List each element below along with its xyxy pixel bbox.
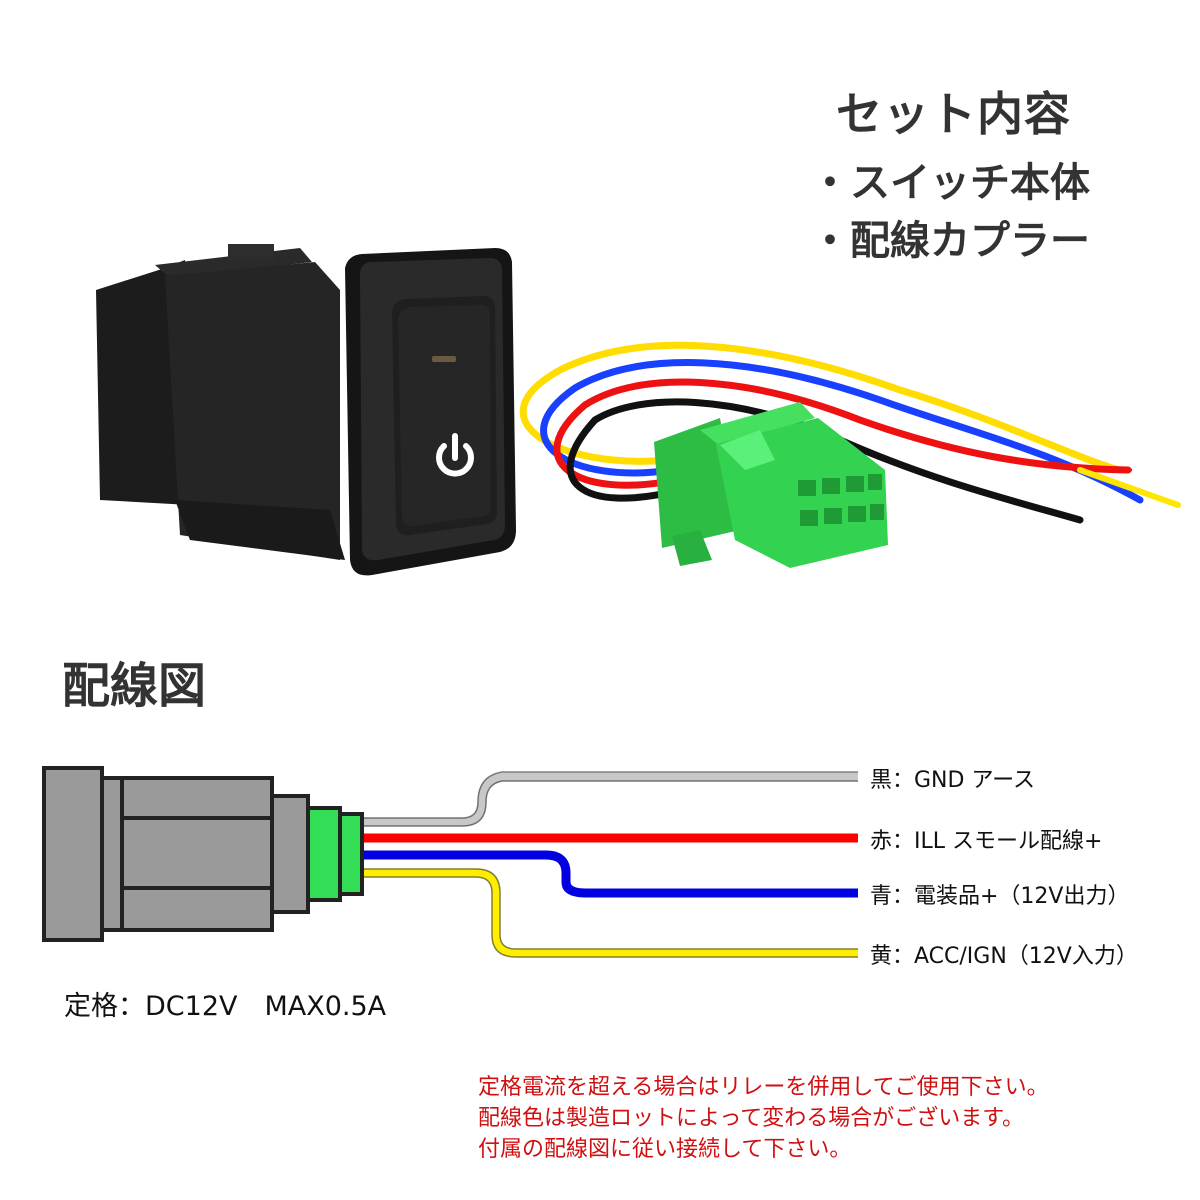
note-line-3: 付属の配線図に従い接続して下さい。 (478, 1137, 852, 1162)
set-contents-title: セット内容 (836, 87, 1071, 141)
diagram-wires (364, 772, 858, 958)
diagram-wire-outline (364, 771, 858, 958)
harness-wires-photo (519, 341, 1181, 524)
wire-label-red: 赤：ILL スモール配線+ (870, 829, 1103, 854)
power-icon (436, 433, 474, 477)
caution-notes: 定格電流を超える場合はリレーを併用してご使用下さい。 配線色は製造ロットによって… (478, 1072, 1178, 1165)
wire-label-yellow: 黄：ACC/IGN（12V入力） (870, 944, 1138, 969)
wire-label-black: 黒：GND アース (870, 768, 1036, 793)
wiring-diagram-title: 配線図 (62, 658, 207, 714)
wire-label-blue: 青：電装品+（12V出力） (870, 884, 1130, 909)
set-item-wiring-coupler: ・配線カプラー (810, 218, 1090, 264)
note-line-1: 定格電流を超える場合はリレーを併用してご使用下さい。 (478, 1075, 1049, 1100)
rating-spec: 定格：DC12V MAX0.5A (64, 991, 387, 1022)
green-coupler-photo (654, 402, 888, 568)
note-line-2: 配線色は製造ロットによって変わる場合がございます。 (478, 1106, 1025, 1131)
switch-product-photo (96, 244, 516, 576)
set-item-switch-body: ・スイッチ本体 (810, 160, 1090, 206)
diagram-switch-body (42, 766, 364, 942)
